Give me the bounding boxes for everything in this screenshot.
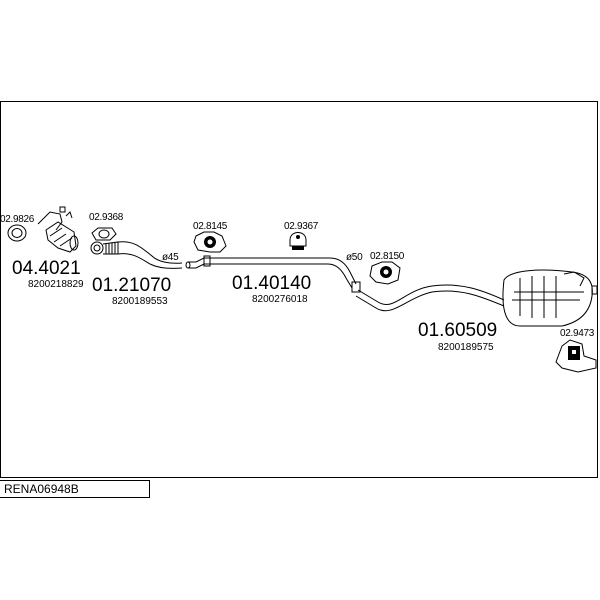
label-02-9367: 02.9367 — [284, 221, 319, 232]
diagram-code-box: RENA06948B — [0, 480, 150, 498]
label-04-4021: 04.4021 — [12, 258, 81, 279]
hanger-9367-icon — [289, 232, 307, 250]
middle-pipe-part — [185, 255, 361, 293]
diagram-code: RENA06948B — [4, 482, 79, 496]
label-02-8150: 02.8150 — [370, 251, 405, 262]
flange-gasket-icon — [91, 227, 117, 241]
label-02-9473: 02.9473 — [560, 328, 595, 339]
label-02-9826: 02.9826 — [0, 214, 35, 225]
rear-silencer-part — [355, 269, 598, 327]
diameter-45: ø45 — [162, 252, 179, 263]
oem-8200189575: 8200189575 — [438, 342, 494, 353]
catalyst-part — [37, 206, 79, 253]
label-01-40140: 01.40140 — [232, 273, 311, 294]
front-pipe-part — [90, 241, 183, 269]
oem-8200218829: 8200218829 — [28, 279, 84, 290]
label-02-9368: 02.9368 — [89, 212, 124, 223]
gasket-ring-icon — [7, 224, 27, 242]
hanger-8150-icon — [369, 261, 401, 285]
oem-8200276018: 8200276018 — [252, 294, 308, 305]
label-02-8145: 02.8145 — [193, 221, 228, 232]
hanger-8145-icon — [193, 231, 227, 253]
oem-8200189553: 8200189553 — [112, 296, 168, 307]
bracket-9473-icon — [555, 339, 597, 373]
label-01-21070: 01.21070 — [92, 275, 171, 296]
label-01-60509: 01.60509 — [418, 320, 497, 341]
diameter-50: ø50 — [346, 252, 363, 263]
